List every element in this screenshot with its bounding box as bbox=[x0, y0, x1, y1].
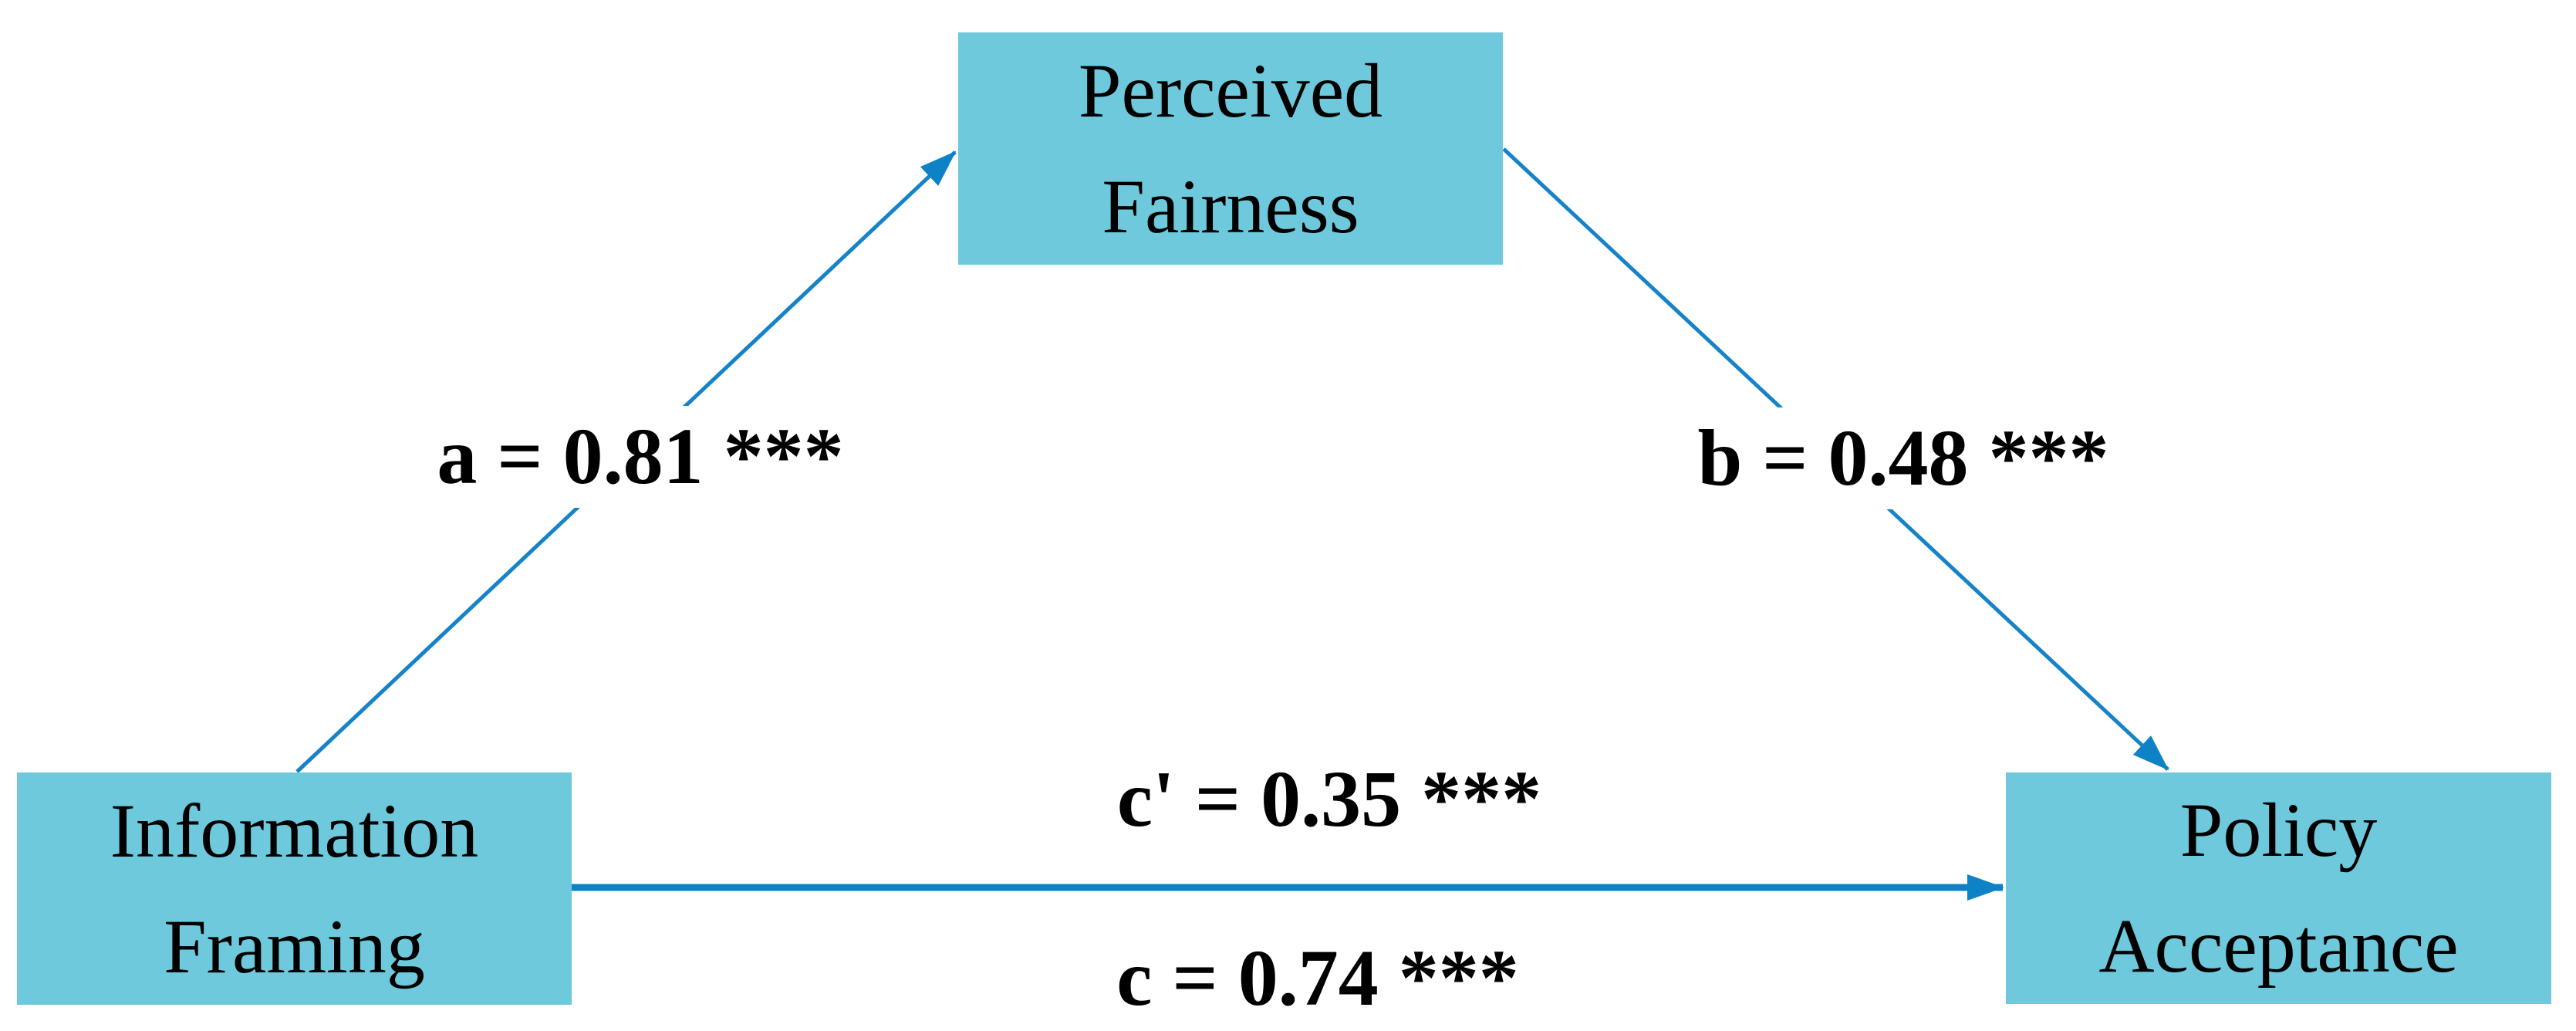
node-information-framing: Information Framing bbox=[17, 772, 572, 1005]
node-policy-acceptance-line2: Acceptance bbox=[2098, 903, 2459, 989]
path-b-label: b = 0.48 *** bbox=[1677, 407, 2129, 509]
node-policy-acceptance-line1: Policy bbox=[2179, 787, 2378, 873]
node-information-framing-line2: Framing bbox=[164, 903, 425, 989]
path-c-label: c = 0.74 *** bbox=[1096, 928, 1539, 1029]
node-information-framing-line1: Information bbox=[110, 787, 479, 874]
node-perceived-fairness-line2: Fairness bbox=[1102, 163, 1359, 249]
path-a-label: a = 0.81 *** bbox=[417, 406, 864, 508]
node-policy-acceptance: Policy Acceptance bbox=[2006, 772, 2551, 1004]
node-perceived-fairness: Perceived Fairness bbox=[958, 32, 1503, 265]
path-c-prime-label: c' = 0.35 *** bbox=[1096, 749, 1562, 850]
node-perceived-fairness-line1: Perceived bbox=[1078, 47, 1383, 134]
